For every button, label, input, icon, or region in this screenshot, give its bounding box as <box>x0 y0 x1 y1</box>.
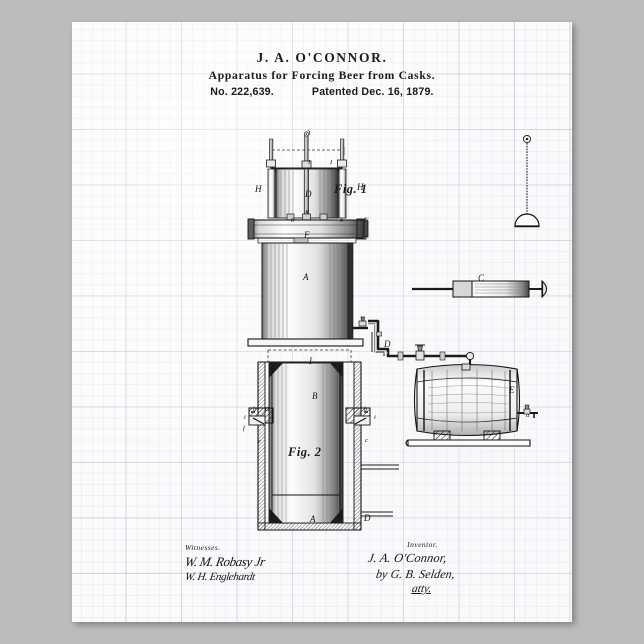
part-callout-h-0: H <box>255 184 262 194</box>
part-callout-g-16: G <box>265 406 270 413</box>
part-callout-f-9: F <box>304 230 310 240</box>
figure-1-label: Fig. 1 <box>334 182 368 196</box>
inventor-signature-attorney: by G. B. Selden, <box>374 567 457 581</box>
patent-date: Patented Dec. 16, 1879. <box>311 86 434 98</box>
part-callout-f-20: f <box>243 425 245 432</box>
part-callout-a-23: A <box>310 514 316 524</box>
part-callout-i-13: I <box>309 356 312 366</box>
part-callout-b-14: B <box>312 391 318 401</box>
patent-meta-row: No. 222,639. Patented Dec. 16, 1879. <box>72 86 572 98</box>
patent-header: J. A. O'CONNOR. Apparatus for Forcing Be… <box>72 50 572 98</box>
part-callout-b-6: b <box>291 217 295 224</box>
part-callout-d-24: D <box>364 513 371 523</box>
part-callout-h-1: H <box>357 182 364 192</box>
part-callout-c-22: c <box>365 437 368 444</box>
part-callout-b-15: b <box>253 406 257 413</box>
patent-number: No. 222,639. <box>210 86 274 98</box>
part-callout-a-10: A <box>303 272 309 282</box>
part-callout-c-21: c <box>258 438 261 445</box>
inventor-signature-name: J. A. O'Connor, <box>366 551 448 565</box>
part-callout-i-2: I <box>308 159 311 166</box>
figure-2-label: Fig. 2 <box>288 445 322 459</box>
witness-caption: Witnesses. <box>185 543 221 552</box>
patent-title: Apparatus for Forcing Beer from Casks. <box>208 69 436 82</box>
patent-drawing <box>247 129 548 531</box>
patent-poster: J. A. O'CONNOR. Apparatus for Forcing Be… <box>72 22 572 622</box>
part-callout-e-25: E <box>509 385 515 395</box>
witness-signature-2: W. H. Englehardt <box>184 571 256 583</box>
part-callout-i-3: I <box>330 159 333 166</box>
part-callout-b-7: b <box>340 217 344 224</box>
part-callout-g-8: G <box>364 216 369 223</box>
patent-inventor-name: J. A. O'CONNOR. <box>256 50 388 65</box>
inventor-caption: Inventor. <box>407 540 438 549</box>
part-callout-d-12: D <box>384 339 391 349</box>
part-callout-k-5: K <box>305 209 310 216</box>
part-callout-c-11: C <box>478 273 485 283</box>
inventor-signature-block: Inventor. J. A. O'Connor, by G. B. Selde… <box>366 540 457 595</box>
part-callout-i-19: i <box>374 414 376 421</box>
part-callout-d-4: D <box>305 189 312 199</box>
part-callout-a-26: a <box>526 412 530 419</box>
part-callout-b-17: b <box>364 406 368 413</box>
part-callout-i-18: i <box>244 414 246 421</box>
witness-signature-1: W. M. Robasy Jr <box>183 554 267 569</box>
witness-signature-block: Witnesses. W. M. Robasy Jr W. H. Engleha… <box>183 543 267 583</box>
inventor-signature-atty-label: atty. <box>411 583 433 595</box>
